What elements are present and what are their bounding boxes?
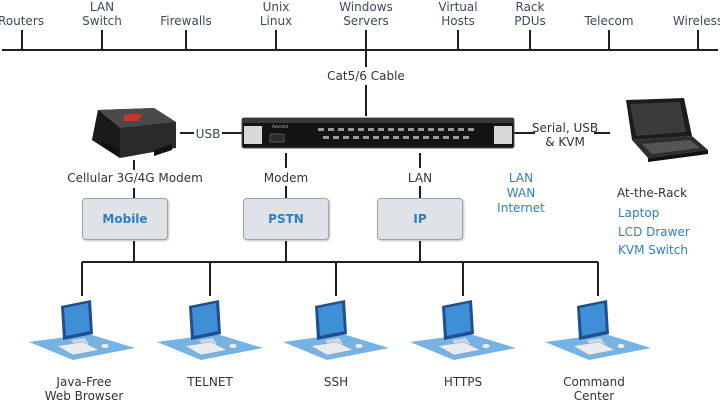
target-windows-servers: Windows Servers <box>339 0 393 28</box>
at-rack-item-lcd-drawer: LCD Drawer <box>618 225 690 239</box>
target-virtual-hosts: Virtual Hosts <box>438 0 478 28</box>
cable-label: Cat5/6 Cable <box>327 69 405 83</box>
client-label-telnet: TELNET <box>187 375 233 389</box>
client-java-free-web-browser-workstation-icon <box>29 300 135 360</box>
pstn-access-box: PSTN <box>243 198 329 240</box>
ip-access-box: IP <box>377 198 463 240</box>
modem-device-label: Cellular 3G/4G Modem <box>67 171 203 185</box>
target-rack-pdus: Rack PDUs <box>514 0 546 28</box>
target-routers: Routers <box>0 14 45 28</box>
target-firewalls: Firewalls <box>160 14 212 28</box>
console-server-device: Avocent <box>241 117 515 149</box>
client-telnet-workstation-icon <box>157 300 263 360</box>
client-ssh-workstation-icon <box>283 300 389 360</box>
client-label-command-center: Command Center <box>563 375 625 403</box>
client-label-java-free: Java-Free Web Browser <box>44 375 124 403</box>
lan-link-label: LAN <box>407 171 433 185</box>
usb-label: USB <box>195 127 221 141</box>
target-lan-switch: LAN Switch <box>82 0 122 28</box>
serial-usb-kvm-label: Serial, USB & KVM <box>531 121 599 149</box>
lcd-drawer-laptop <box>626 98 708 162</box>
client-label-https: HTTPS <box>443 375 483 389</box>
client-https-workstation-icon <box>410 300 516 360</box>
mobile-access-box: Mobile <box>82 198 168 240</box>
at-the-rack-title: At-the-Rack <box>616 186 688 200</box>
at-rack-item-laptop: Laptop <box>618 206 660 220</box>
svg-text:Avocent: Avocent <box>272 124 289 129</box>
client-label-ssh: SSH <box>323 375 349 389</box>
target-wireless: Wireless <box>672 14 720 28</box>
cellular-modem-device <box>92 108 176 158</box>
target-telecom: Telecom <box>584 14 634 28</box>
networks-label: LAN WAN Internet <box>497 171 545 215</box>
target-unix-linux: Unix Linux <box>259 0 293 28</box>
modem-link-label: Modem <box>263 171 309 185</box>
at-rack-item-kvm-switch: KVM Switch <box>618 243 688 257</box>
client-command-center-workstation-icon <box>545 300 651 360</box>
